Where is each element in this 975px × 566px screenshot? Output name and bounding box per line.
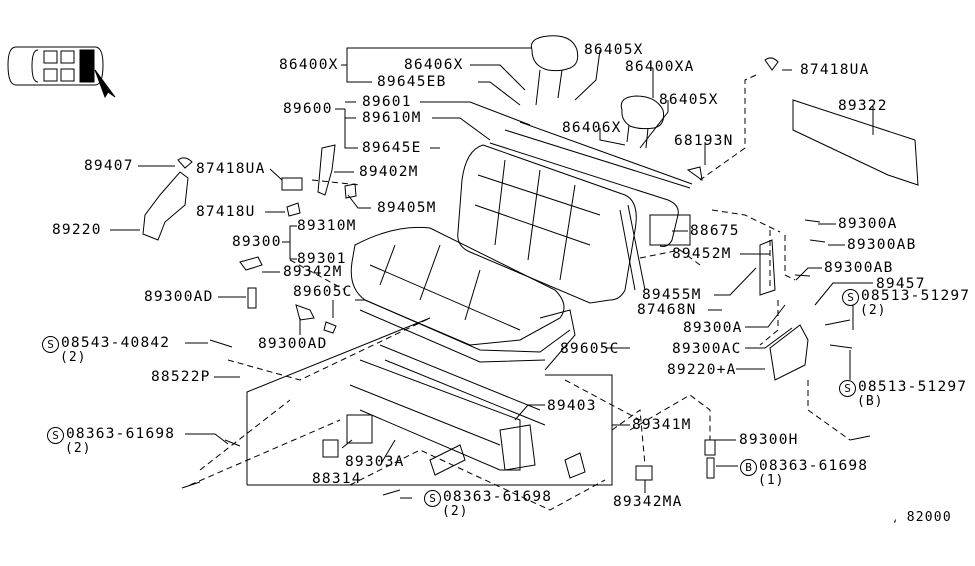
part-label-89220a[interactable]: 89220+A: [667, 362, 737, 378]
part-label-89220[interactable]: 89220: [52, 222, 102, 238]
part-label-87418ua-left[interactable]: 87418UA: [196, 161, 266, 177]
standard-part-s-icon: S: [424, 490, 441, 507]
part-label-89645e[interactable]: 89645E: [362, 140, 422, 156]
part-label-86405x-mid[interactable]: 86405X: [659, 92, 719, 108]
std-part-quantity: (2): [442, 504, 469, 519]
standard-part-s-icon: S: [47, 427, 64, 444]
standard-part-s-icon: S: [839, 380, 856, 397]
part-label-89452m[interactable]: 89452M: [672, 246, 732, 262]
part-label-87468n[interactable]: 87468N: [637, 302, 697, 318]
part-label-89341m[interactable]: 89341M: [632, 417, 692, 433]
part-label-86406x[interactable]: 86406X: [404, 57, 464, 73]
std-part-number: 08543-40842: [61, 335, 171, 351]
part-label-89300a-mid[interactable]: 89300A: [683, 320, 743, 336]
part-label-89600[interactable]: 89600: [283, 101, 333, 117]
std-part-quantity: (B): [857, 394, 884, 409]
part-label-88522p[interactable]: 88522P: [151, 369, 211, 385]
catalog-prefix: ⸲: [893, 510, 907, 525]
part-label-89405m[interactable]: 89405M: [377, 200, 437, 216]
part-label-89457[interactable]: 89457: [876, 276, 926, 292]
std-part-quantity: (1): [758, 473, 785, 488]
part-label-89342ma[interactable]: 89342MA: [613, 494, 683, 510]
part-label-89300h[interactable]: 89300H: [739, 432, 799, 448]
part-label-86405x-top[interactable]: 86405X: [584, 42, 644, 58]
part-label-89407[interactable]: 89407: [84, 158, 134, 174]
part-label-88314[interactable]: 88314: [312, 471, 362, 487]
part-label-89310m[interactable]: 89310M: [297, 218, 357, 234]
part-label-86400xa[interactable]: 86400XA: [625, 59, 695, 75]
std-part-number: 08363-61698: [759, 458, 869, 474]
part-label-87418ua-top[interactable]: 87418UA: [800, 62, 870, 78]
part-label-89645eb[interactable]: 89645EB: [377, 74, 447, 90]
part-label-89300[interactable]: 89300: [232, 234, 282, 250]
part-label-89322[interactable]: 89322: [838, 98, 888, 114]
part-label-89605c-right[interactable]: 89605C: [560, 341, 620, 357]
part-label-89300ac[interactable]: 89300AC: [672, 341, 742, 357]
std-part-quantity: (2): [65, 441, 92, 456]
seat-cushion-icon: [351, 227, 575, 370]
part-label-89303a[interactable]: 89303A: [345, 454, 405, 470]
side-trim-right-icon: [182, 58, 918, 495]
dashed-guides: [190, 75, 850, 510]
part-label-89300ab-1[interactable]: 89300AB: [847, 237, 917, 253]
headrest-right-icon: [621, 96, 663, 148]
part-label-89455m[interactable]: 89455M: [642, 287, 702, 303]
headrest-left-icon: [531, 36, 577, 105]
std-part-number: 08513-51297: [858, 379, 968, 395]
vehicle-locator-icon: [8, 47, 115, 97]
catalog-number: 82000: [906, 510, 952, 525]
part-label-89301[interactable]: 89301: [297, 251, 347, 267]
part-label-89605c-left[interactable]: 89605C: [293, 284, 353, 300]
part-label-89300ad-left[interactable]: 89300AD: [144, 289, 214, 305]
seatback-icon: [458, 122, 692, 303]
part-label-89300ab-2[interactable]: 89300AB: [824, 260, 894, 276]
part-label-86400x[interactable]: 86400X: [279, 57, 339, 73]
part-label-89601[interactable]: 89601: [362, 94, 412, 110]
std-part-number: 08363-61698: [443, 489, 553, 505]
part-label-68193n[interactable]: 68193N: [674, 133, 734, 149]
part-label-89403[interactable]: 89403: [547, 398, 597, 414]
std-part-number: 08363-61698: [66, 426, 176, 442]
side-trim-left-icon: [143, 145, 356, 333]
std-part-quantity: (2): [860, 303, 887, 318]
std-part-quantity: (2): [60, 350, 87, 365]
part-label-89342m[interactable]: 89342M: [283, 264, 343, 280]
part-label-87418u[interactable]: 87418U: [196, 204, 256, 220]
part-label-89402m[interactable]: 89402M: [359, 164, 419, 180]
part-label-89300a-top[interactable]: 89300A: [838, 216, 898, 232]
part-label-89610m[interactable]: 89610M: [362, 110, 422, 126]
part-label-88675[interactable]: 88675: [690, 223, 740, 239]
part-label-89300ad-mid[interactable]: 89300AD: [258, 336, 328, 352]
part-label-86406x-mid[interactable]: 86406X: [562, 120, 622, 136]
standard-part-s-icon: S: [842, 289, 859, 306]
std-part-number: 08513-51297: [861, 288, 971, 304]
leader-lines: [110, 48, 873, 498]
catalog-reference: ⸲ 82000: [893, 510, 952, 525]
standard-part-s-icon: S: [42, 336, 59, 353]
standard-part-b-icon: B: [740, 459, 757, 476]
